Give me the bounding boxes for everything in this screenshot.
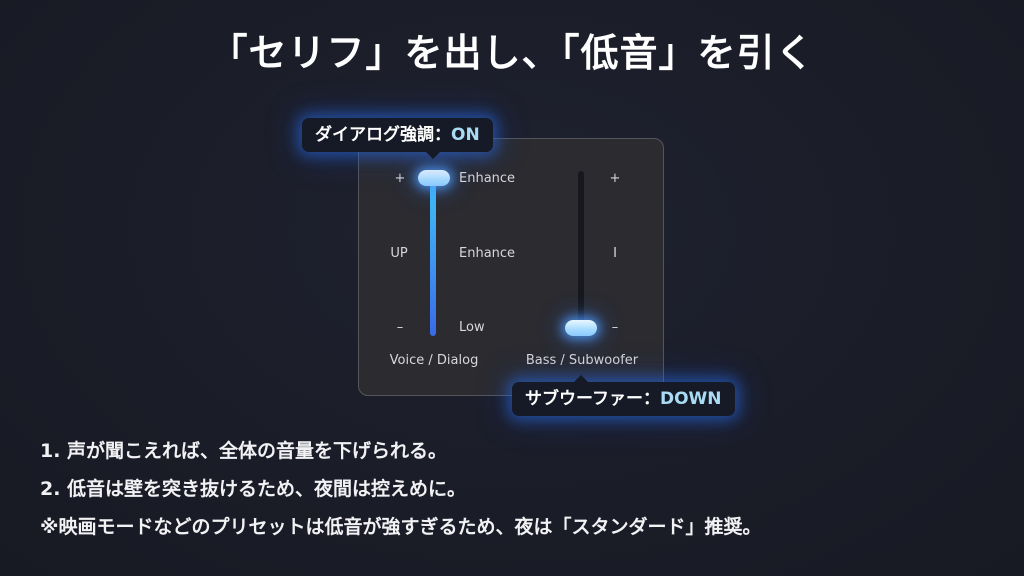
- subwoofer-tooltip: サブウーファー：DOWN: [512, 375, 735, 416]
- voice-minus-label: –: [396, 320, 404, 335]
- note-item: 2. 低音は壁を突き抜けるため、夜間は控えめに。: [40, 478, 467, 500]
- tooltip-pointer: [574, 375, 588, 382]
- voice-mid-label: UP: [390, 246, 408, 261]
- bass-plus-label: +: [609, 171, 621, 186]
- audio-control-panel: [358, 138, 664, 396]
- tooltip-pointer: [426, 152, 440, 159]
- voice-low-label: Low: [459, 320, 485, 335]
- page-title: 「セリフ」を出し、「低音」を引く: [209, 31, 815, 75]
- tooltip-value: ON: [451, 125, 480, 145]
- voice-plus-label: +: [394, 171, 406, 186]
- bass-slider-track[interactable]: [578, 171, 584, 331]
- voice-slider-track[interactable]: [430, 178, 436, 336]
- dialog-enhance-tooltip: ダイアログ強調：ON: [302, 118, 493, 159]
- voice-enhance-mid-label: Enhance: [459, 246, 516, 261]
- voice-slider-thumb[interactable]: [418, 170, 450, 186]
- tooltip-label: サブウーファー：: [525, 389, 660, 409]
- bass-mid-tick: I: [613, 246, 617, 261]
- tooltip-label: ダイアログ強調：: [315, 125, 451, 145]
- note-item: 1. 声が聞こえれば、全体の音量を下げられる。: [40, 440, 448, 462]
- tooltip-value: DOWN: [659, 389, 722, 409]
- note-item: ※映画モードなどのプリセットは低音が強すぎるため、夜は「スタンダード」推奨。: [40, 516, 762, 538]
- voice-dialog-label: Voice / Dialog: [389, 353, 479, 368]
- voice-enhance-top-label: Enhance: [459, 171, 516, 186]
- bass-subwoofer-label: Bass / Subwoofer: [525, 353, 639, 368]
- notes-list: 1. 声が聞こえれば、全体の音量を下げられる。 2. 低音は壁を突き抜けるため、…: [40, 432, 761, 546]
- bass-minus-label: –: [611, 320, 619, 335]
- bass-slider-thumb[interactable]: [565, 320, 597, 336]
